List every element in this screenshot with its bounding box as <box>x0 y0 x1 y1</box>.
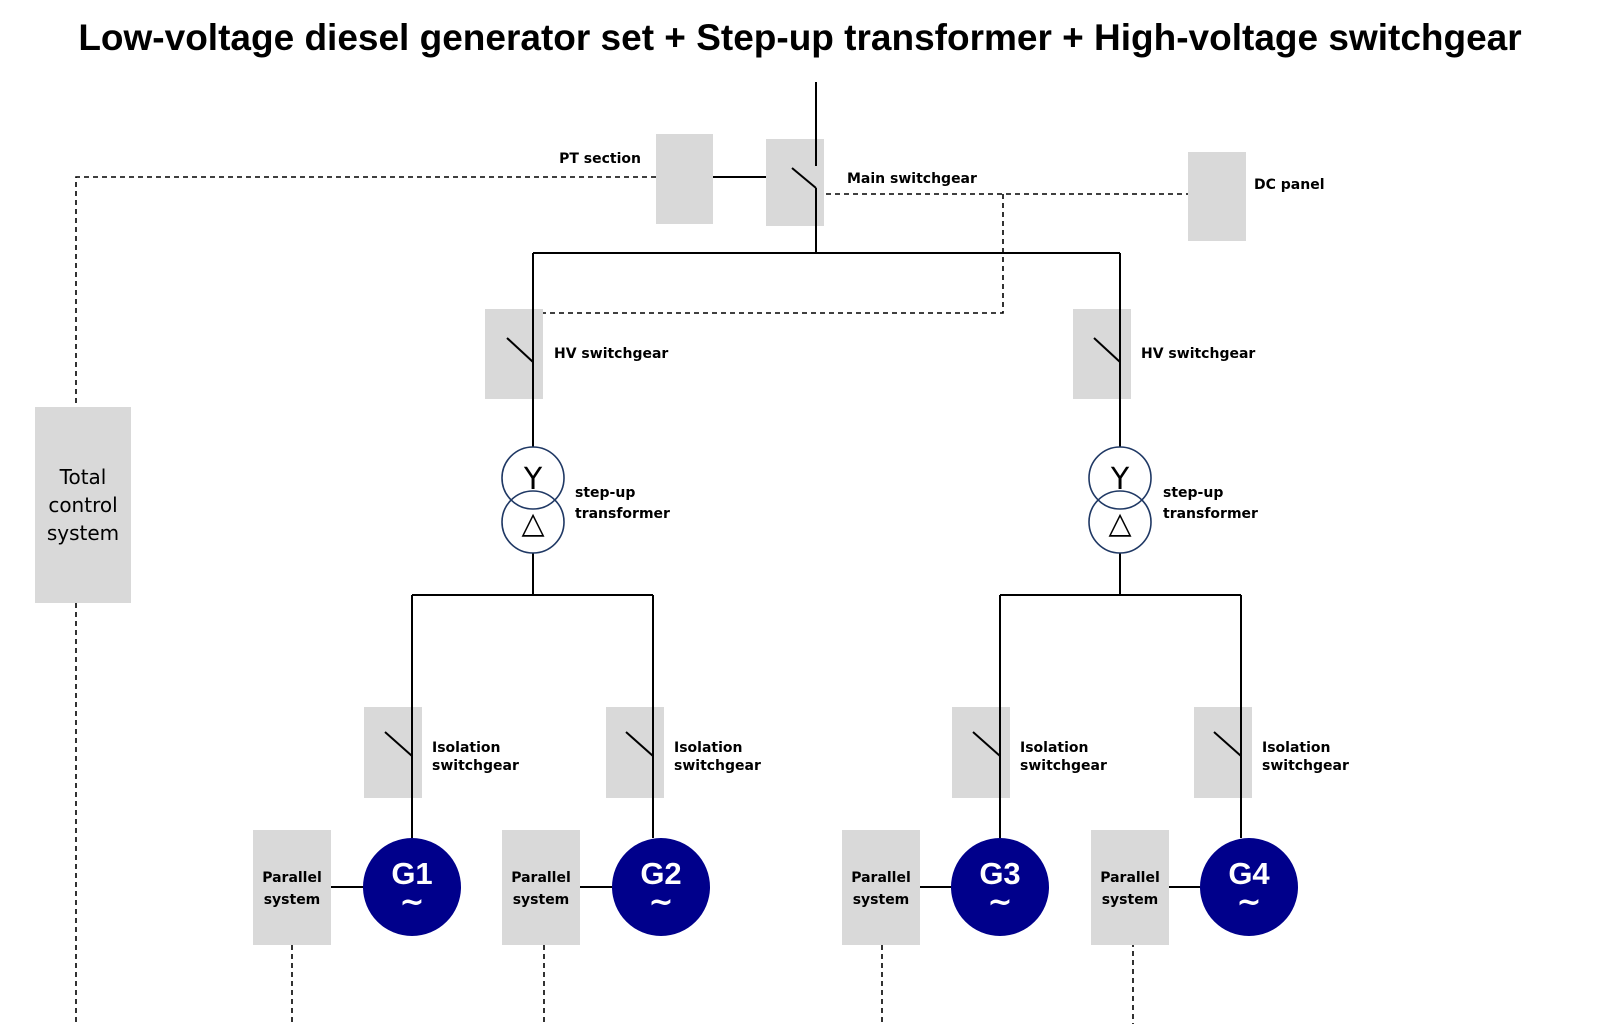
parallel-system-1-label-line1: Parallel <box>262 870 322 886</box>
generator-g1-ac-symbol: ~ <box>399 885 424 920</box>
hv-switchgear-right: HV switchgear <box>1073 309 1255 399</box>
parallel-system-1-label-line2: system <box>264 892 321 908</box>
diagram-title: Low-voltage diesel generator set + Step-… <box>78 17 1521 58</box>
hv-switchgear-right-label: HV switchgear <box>1141 346 1255 362</box>
wye-symbol-left: Y <box>523 462 543 497</box>
control-wiring <box>75 176 1188 1024</box>
transformer-left-label-line2: transformer <box>575 506 670 522</box>
isolation-switchgear-3: Isolation switchgear <box>952 707 1107 798</box>
isolation-switchgear-1-panel <box>364 707 422 798</box>
parallel-system-2-label-line1: Parallel <box>511 870 571 886</box>
hv-switchgear-left-label: HV switchgear <box>554 346 668 362</box>
generator-g2-name: G2 <box>640 856 681 891</box>
parallel-system-3-label-line2: system <box>853 892 910 908</box>
generator-g4-name: G4 <box>1228 856 1270 891</box>
transformer-right-primary-winding <box>1088 446 1152 510</box>
isolation-switchgear-2-panel <box>606 707 664 798</box>
parallel-system-1: Parallel system <box>253 830 331 945</box>
generator-g1: G1 ~ <box>363 838 461 936</box>
dc-panel-box <box>1188 152 1246 241</box>
generator-g2: G2 ~ <box>612 838 710 936</box>
delta-symbol-left: △ <box>521 506 544 541</box>
transformer-right-secondary-winding <box>1088 490 1152 554</box>
main-switchgear-panel <box>766 139 824 226</box>
parallel-system-2: Parallel system <box>502 830 580 945</box>
generator-g3: G3 ~ <box>951 838 1049 936</box>
dc-panel-label: DC panel <box>1254 177 1325 193</box>
hv-switchgear-left: HV switchgear <box>485 309 668 399</box>
isolation-switchgear-4-label-line2: switchgear <box>1262 758 1349 774</box>
pt-section-panel <box>656 134 713 224</box>
step-up-transformer-right: Y △ step-up transformer <box>1088 446 1258 554</box>
parallel-system-4-panel <box>1091 830 1169 945</box>
step-up-transformer-left: Y △ step-up transformer <box>501 446 670 554</box>
dc-panel: DC panel <box>1188 152 1325 241</box>
main-switchgear-label: Main switchgear <box>847 171 977 187</box>
hv-switchgear-left-panel <box>485 309 543 399</box>
generator-g4-ac-symbol: ~ <box>1236 885 1261 920</box>
parallel-system-4-label-line1: Parallel <box>1100 870 1160 886</box>
isolation-switchgear-4: Isolation switchgear <box>1194 707 1349 798</box>
isolation-switchgear-3-panel <box>952 707 1010 798</box>
isolation-switchgear-2-label-line2: switchgear <box>674 758 761 774</box>
generator-g2-circle <box>612 838 710 936</box>
total-control-label-line2: control <box>48 493 117 517</box>
isolation-switchgear-4-panel <box>1194 707 1252 798</box>
parallel-system-2-label-line2: system <box>513 892 570 908</box>
parallel-system-4-label-line2: system <box>1102 892 1159 908</box>
isolation-switchgear-1-label-line1: Isolation <box>432 740 500 756</box>
parallel-system-4: Parallel system <box>1091 830 1169 945</box>
hv-switchgear-right-panel <box>1073 309 1131 399</box>
total-control-system: Total control system <box>35 407 131 603</box>
transformer-right-label-line1: step-up <box>1163 485 1223 501</box>
generator-g3-name: G3 <box>979 856 1020 891</box>
delta-symbol-right: △ <box>1108 506 1131 541</box>
generator-g3-ac-symbol: ~ <box>987 885 1012 920</box>
pt-section: PT section <box>559 134 713 224</box>
transformer-left-primary-winding <box>501 446 565 510</box>
isolation-switchgear-3-label-line2: switchgear <box>1020 758 1107 774</box>
isolation-switchgear-1: Isolation switchgear <box>364 707 519 798</box>
transformer-right-label-line2: transformer <box>1163 506 1258 522</box>
total-control-label-line1: Total <box>59 465 107 489</box>
generator-g2-ac-symbol: ~ <box>648 885 673 920</box>
generator-g1-name: G1 <box>391 856 432 891</box>
transformer-left-secondary-winding <box>501 490 565 554</box>
total-control-label-line3: system <box>47 521 119 545</box>
isolation-switchgear-3-label-line1: Isolation <box>1020 740 1088 756</box>
parallel-system-1-panel <box>253 830 331 945</box>
isolation-switchgear-4-label-line1: Isolation <box>1262 740 1330 756</box>
parallel-system-2-panel <box>502 830 580 945</box>
wye-symbol-right: Y <box>1110 462 1130 497</box>
total-control-system-panel <box>35 407 131 603</box>
generator-g3-circle <box>951 838 1049 936</box>
generator-g1-circle <box>363 838 461 936</box>
isolation-switchgear-2: Isolation switchgear <box>606 707 761 798</box>
parallel-system-3-label-line1: Parallel <box>851 870 911 886</box>
main-switchgear: Main switchgear <box>766 82 977 226</box>
generator-g4: G4 ~ <box>1200 838 1298 936</box>
parallel-system-3: Parallel system <box>842 830 920 945</box>
pt-section-label: PT section <box>559 151 641 167</box>
parallel-system-3-panel <box>842 830 920 945</box>
generator-g4-circle <box>1200 838 1298 936</box>
isolation-switchgear-1-label-line2: switchgear <box>432 758 519 774</box>
isolation-switchgear-2-label-line1: Isolation <box>674 740 742 756</box>
transformer-left-label-line1: step-up <box>575 485 635 501</box>
